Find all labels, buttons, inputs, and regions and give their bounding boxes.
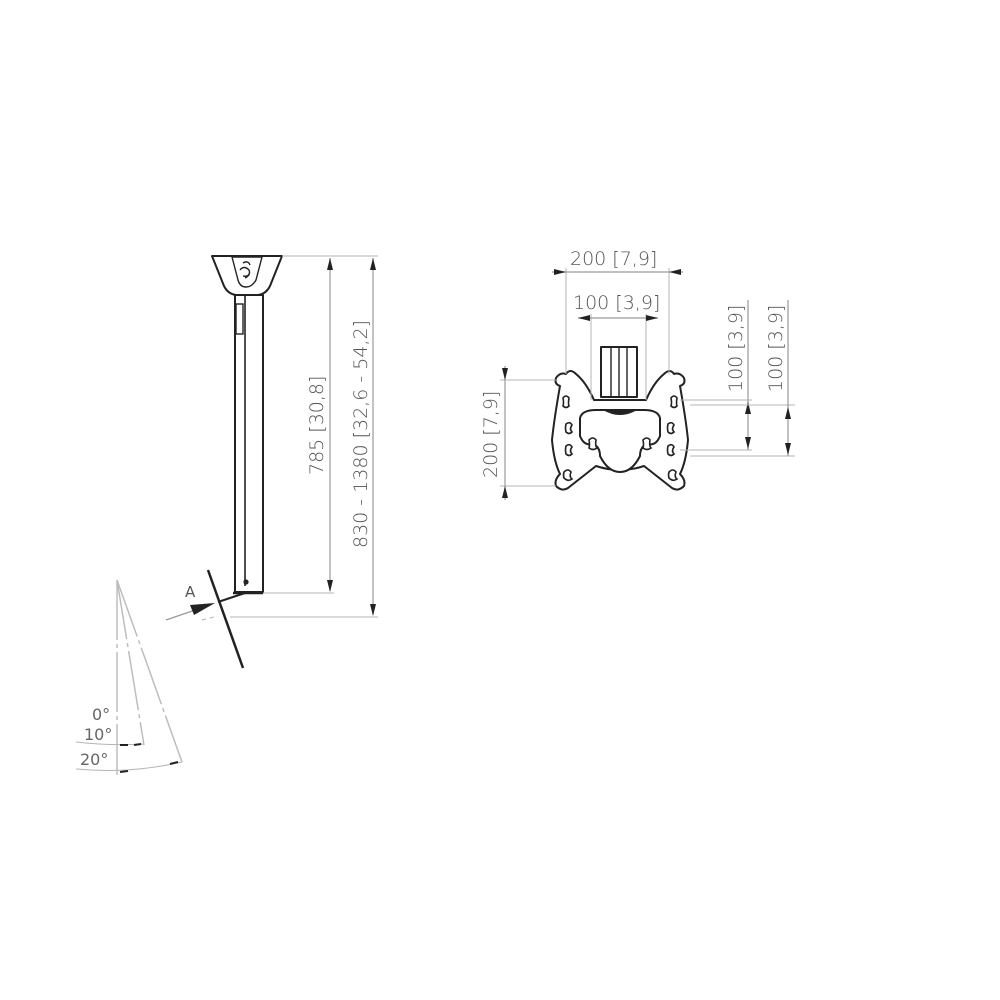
bracket-hinge (603, 410, 637, 415)
slot-icon (642, 437, 653, 451)
slot-icon (562, 469, 574, 482)
slot-icon (666, 421, 676, 435)
logo-mark-icon (239, 261, 251, 279)
angle-10-tick (133, 743, 142, 746)
angle-20-label: 20° (80, 750, 108, 769)
hidden-line (201, 616, 215, 621)
section-label: A (185, 583, 196, 601)
arrow-up-icon (785, 407, 791, 419)
angle-20-tick (169, 761, 179, 765)
tilt-angle-diagram: 0° 10° 20° (75, 579, 183, 775)
pole (234, 294, 264, 593)
side-view: A 785 [30,8] 830 - 1380 [32,6 - 54,2] 0°… (75, 255, 378, 775)
angle-20-tick (119, 770, 129, 773)
arrow-up-icon (745, 402, 751, 414)
mounting-slots (562, 395, 679, 482)
arrow-up-icon (370, 258, 376, 270)
arrow-up-icon (502, 486, 508, 498)
arrow-down-icon (370, 604, 376, 616)
section-arrow-icon (190, 603, 215, 615)
slot-icon (564, 421, 574, 435)
tilt-arm (217, 592, 246, 603)
angle-20-line (116, 579, 183, 763)
slot-icon (670, 395, 678, 409)
arrow-right-icon (646, 315, 658, 321)
arrow-left-icon (669, 269, 681, 275)
slot-icon (667, 469, 679, 482)
pole-slot (235, 303, 244, 335)
angle-10-line (116, 579, 145, 746)
angle-10-label: 10° (84, 725, 112, 744)
arrow-right-icon (554, 269, 566, 275)
arrow-up-icon (327, 258, 333, 270)
slot-icon (564, 443, 574, 457)
arrow-down-icon (502, 368, 508, 380)
arrow-down-icon (745, 437, 751, 449)
total-height-label: 830 - 1380 [32,6 - 54,2] (350, 320, 372, 548)
pole-length-label: 785 [30,8] (306, 376, 328, 475)
top-outer-width-label: 200 [7,9] (570, 248, 657, 270)
top-inner-width-label: 100 [3,9] (573, 292, 660, 314)
right-outer-height-label: 100 [3,9] (765, 305, 787, 392)
slot-icon (588, 437, 599, 451)
pole-pin (243, 579, 249, 585)
front-view: 200 [7,9] 100 [3,9] 200 [7,9] 100 [3,9] … (480, 248, 795, 500)
arrow-down-icon (327, 580, 333, 592)
angle-0-label: 0° (92, 705, 110, 724)
arrow-down-icon (785, 443, 791, 455)
slot-icon (562, 395, 570, 409)
display-plane (206, 569, 245, 669)
left-height-label: 200 [7,9] (480, 391, 502, 478)
ceiling-cup-inner (231, 256, 263, 288)
arrow-left-icon (578, 315, 590, 321)
slot-icon (666, 443, 676, 457)
right-inner-height-label: 100 [3,9] (725, 305, 747, 392)
